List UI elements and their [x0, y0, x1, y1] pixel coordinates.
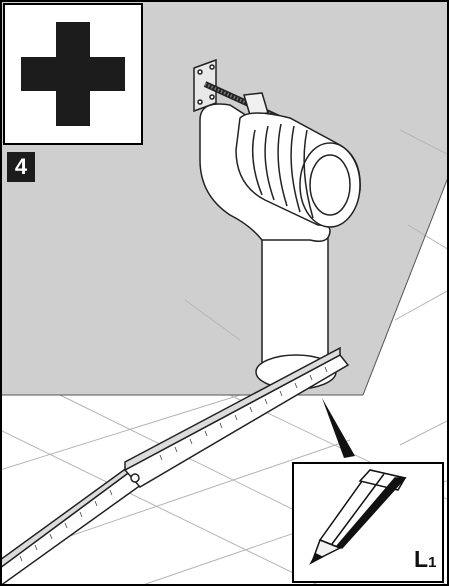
pencil-icon — [309, 469, 407, 565]
wall-corner-edge — [362, 174, 449, 396]
sealing-cuff — [235, 112, 361, 228]
ruler-ticks — [19, 366, 328, 562]
folding-ruler — [0, 346, 350, 586]
plus-icon — [21, 22, 125, 126]
measurement-label-main: L — [414, 546, 429, 572]
step-number-badge: 4 — [7, 152, 35, 182]
measurement-label-subscript: 1 — [428, 554, 437, 571]
measurement-label: L1 — [414, 546, 436, 573]
zoom-pointer — [322, 398, 355, 458]
